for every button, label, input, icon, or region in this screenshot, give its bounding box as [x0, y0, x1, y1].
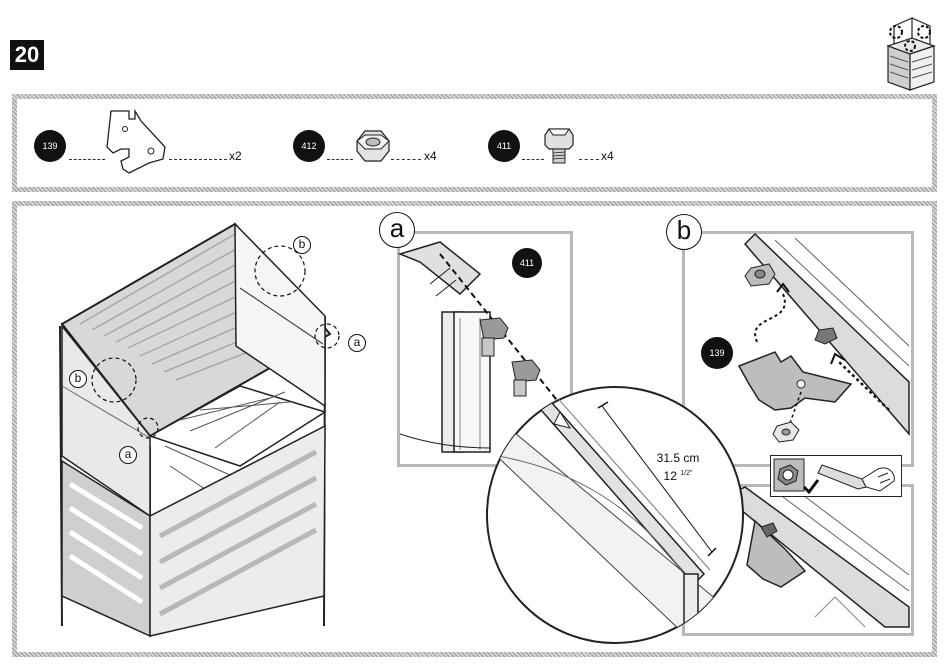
magnified-detail-circle [484, 384, 746, 646]
callout-a-label: a [119, 446, 137, 464]
measurement-inches: 12 1/2" [648, 466, 708, 484]
part-quantity: x4 [424, 149, 437, 163]
bracket-plate-icon [105, 107, 169, 179]
detail-b-part-badge: 139 [701, 337, 733, 369]
step-number: 20 [10, 40, 44, 70]
leader-line [579, 159, 599, 160]
leader-line [391, 159, 421, 160]
detail-a-label: a [379, 212, 415, 248]
leader-line [522, 159, 544, 160]
callout-b-label: b [293, 236, 311, 254]
detail-b-label: b [666, 214, 702, 250]
callout-b-label: b [69, 370, 87, 388]
leader-line [327, 159, 353, 160]
leader-line [169, 159, 227, 160]
bolt-icon [543, 125, 579, 167]
measurement-label: 31.5 cm 12 1/2" [648, 450, 708, 484]
part-number-badge: 412 [293, 130, 325, 162]
callout-a-label: a [348, 334, 366, 352]
measurement-cm: 31.5 cm [648, 450, 708, 466]
leader-line [69, 159, 105, 160]
planter-overview-icon [882, 16, 940, 90]
part-quantity: x2 [229, 149, 242, 163]
detail-a-part-badge: 411 [512, 248, 542, 278]
part-number-badge: 139 [34, 130, 66, 162]
parts-box: 139 x2 412 x4 411 x4 [17, 99, 932, 187]
part-quantity: x4 [601, 149, 614, 163]
planter-box-illustration [40, 216, 360, 646]
screwdriver-hand-icon [818, 457, 898, 493]
hex-nut-icon [353, 129, 391, 163]
part-number-badge: 411 [488, 130, 520, 162]
